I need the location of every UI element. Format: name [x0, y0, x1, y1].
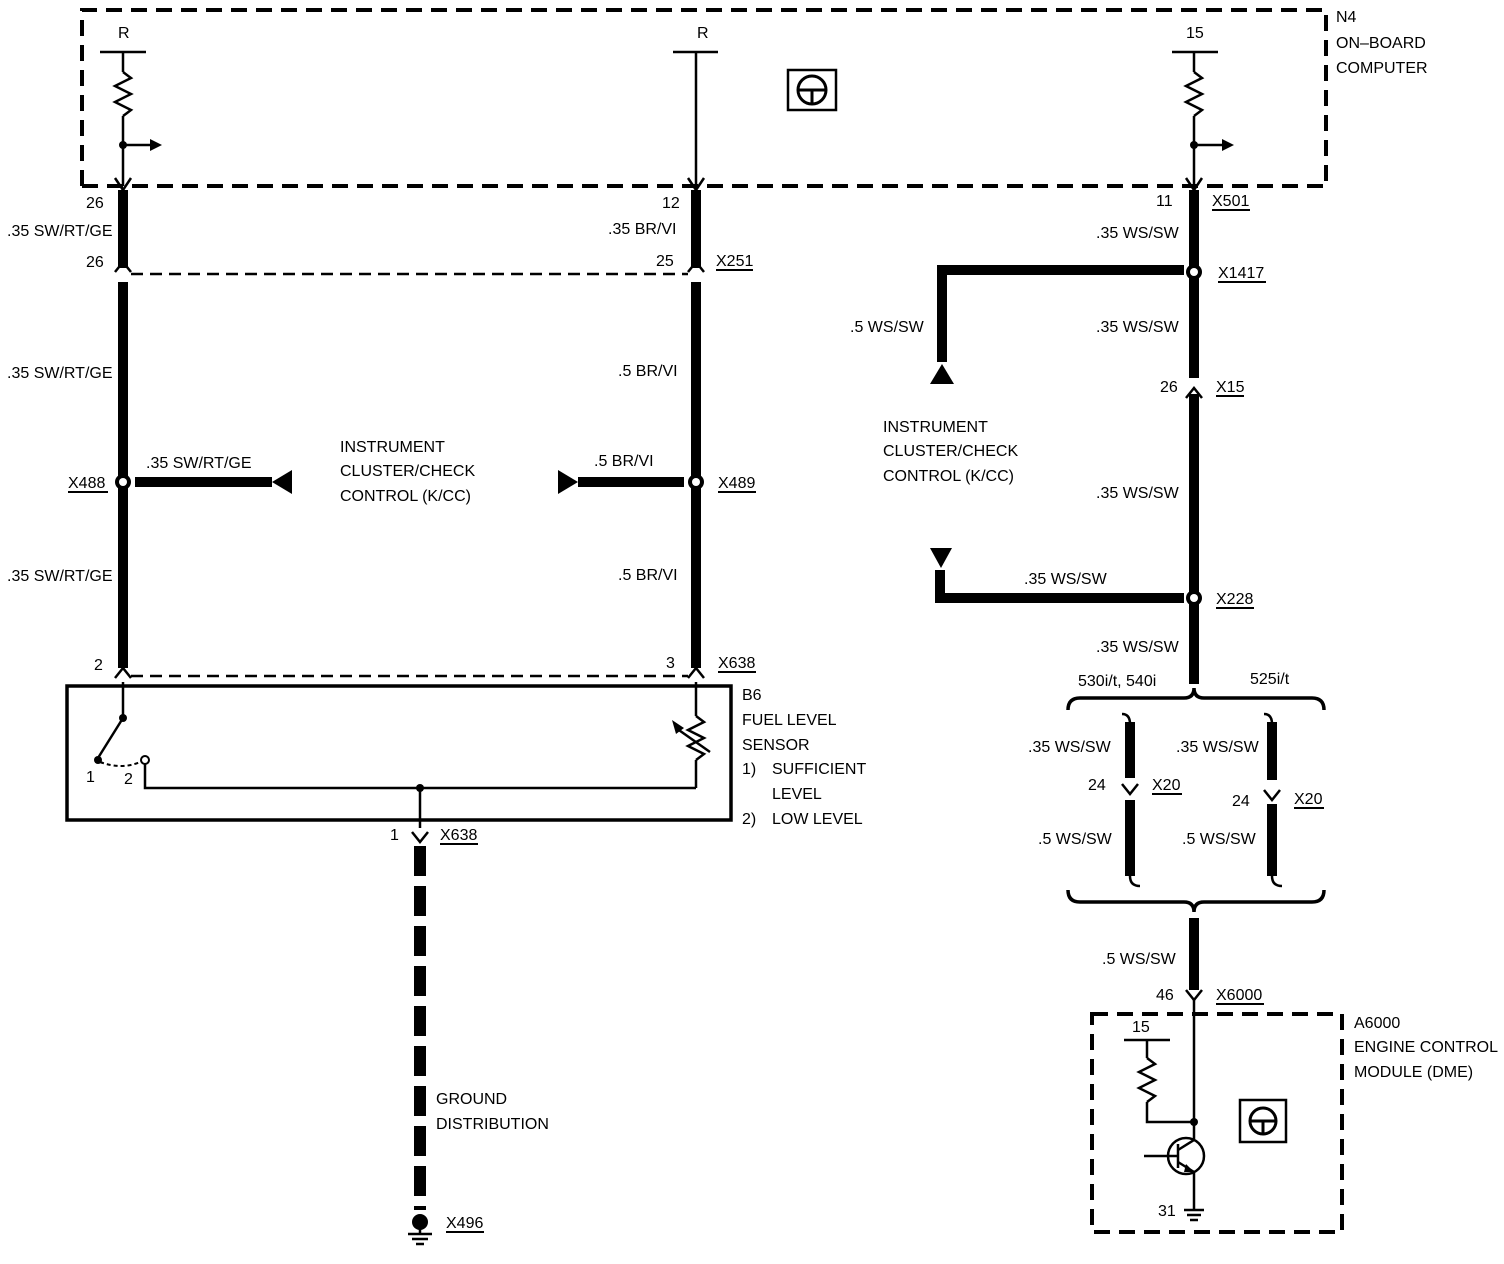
pin-11-top: 11 — [1156, 193, 1173, 210]
connector-x251: X251 — [716, 253, 753, 270]
resistor-icon — [112, 71, 134, 117]
wire-label-br5c: .5 BR/VI — [618, 567, 678, 584]
b6-item1-num: 1) — [742, 761, 756, 778]
n4-right-pullup — [1172, 50, 1234, 186]
wire-label-ws5a: .5 WS/SW — [850, 319, 925, 336]
steering-wheel-icon — [1238, 1098, 1288, 1144]
pin-24-right: 24 — [1232, 793, 1250, 810]
supply-15-n4: 15 — [1186, 25, 1204, 42]
resistor-icon — [1183, 71, 1205, 117]
n4-name-line2: COMPUTER — [1336, 60, 1428, 77]
wire-label-br5a: .5 BR/VI — [618, 363, 678, 380]
connector-x489: X489 — [718, 475, 755, 492]
wire-br-vi — [558, 190, 704, 668]
wire-sw-rt-ge — [115, 190, 292, 668]
variant-left-label: 530i/t, 540i — [1078, 673, 1156, 690]
switch-pin-2: 2 — [124, 771, 133, 788]
wire-label-ws35d: .35 WS/SW — [1024, 571, 1108, 588]
n4-left-pullup — [100, 50, 162, 186]
connector-x488: X488 — [68, 475, 105, 492]
pin-3-x638: 3 — [666, 655, 675, 672]
switch-pin-1: 1 — [86, 769, 95, 786]
variable-resistor-icon — [685, 715, 707, 761]
a6000-id-label: A6000 — [1354, 1015, 1400, 1032]
variant-left-wire — [1121, 712, 1141, 888]
wire-label-br5b: .5 BR/VI — [594, 453, 654, 470]
connector-x638-bottom: X638 — [440, 827, 477, 844]
b6-name-line1: FUEL LEVEL — [742, 712, 837, 729]
wire-label-ws35f: .35 WS/SW — [1028, 739, 1112, 756]
connector-x15: X15 — [1216, 379, 1245, 396]
wire-label-ws5b: .5 WS/SW — [1038, 831, 1113, 848]
n4-id-label: N4 — [1336, 9, 1357, 26]
kcc-right-line1: INSTRUMENT — [883, 419, 988, 436]
wire-label-ws35c: .35 WS/SW — [1096, 485, 1180, 502]
variant-right-label: 525i/t — [1250, 671, 1290, 688]
pin-26-x15: 26 — [1160, 379, 1178, 396]
n4-name-line1: ON–BOARD — [1336, 35, 1426, 52]
variant-bracket-bottom — [1066, 889, 1326, 913]
connector-x20-right: X20 — [1294, 791, 1323, 808]
connector-x6000: X6000 — [1216, 987, 1262, 1004]
kcc-right-line2: CLUSTER/CHECK — [883, 443, 1018, 460]
supply-r-mid: R — [697, 25, 709, 42]
kcc-right-line3: CONTROL (K/CC) — [883, 468, 1014, 485]
pin-25-x251: 25 — [656, 253, 674, 270]
pin-1-x638: 1 — [390, 827, 399, 844]
kcc-left-line3: CONTROL (K/CC) — [340, 488, 471, 505]
connector-x501: X501 — [1212, 193, 1249, 210]
wire-label-ws35a: .35 WS/SW — [1096, 225, 1180, 242]
connector-x638-top: X638 — [718, 655, 755, 672]
pin-12-top: 12 — [662, 195, 680, 212]
wire-label-ws35b: .35 WS/SW — [1096, 319, 1180, 336]
ground-symbol-icon — [408, 1222, 432, 1246]
ground-31: 31 — [1158, 1203, 1176, 1220]
wire-label-ws35e: .35 WS/SW — [1096, 639, 1180, 656]
wire-label-sw35a: .35 SW/RT/GE — [7, 223, 113, 240]
b6-name-line2: SENSOR — [742, 737, 810, 754]
pin-24-left: 24 — [1088, 777, 1106, 794]
b6-id-label: B6 — [742, 687, 762, 704]
kcc-left-line2: CLUSTER/CHECK — [340, 463, 475, 480]
connector-x228: X228 — [1216, 591, 1253, 608]
wire-label-sw35d: .35 SW/RT/GE — [7, 568, 113, 585]
a6000-module-box — [1090, 1000, 1344, 1234]
a6000-name-line2: MODULE (DME) — [1354, 1064, 1473, 1081]
n4-module-box — [80, 8, 1328, 188]
supply-15-a6000: 15 — [1132, 1019, 1150, 1036]
pin-2-x638: 2 — [94, 657, 103, 674]
resistor-icon — [1136, 1057, 1158, 1103]
switch-icon — [94, 717, 150, 767]
variant-bracket-top — [1066, 687, 1326, 711]
steering-wheel-icon — [786, 68, 838, 112]
b6-item1-b: LEVEL — [772, 786, 822, 803]
pin-26-top: 26 — [86, 195, 104, 212]
ground-symbol-icon — [1184, 1208, 1204, 1222]
b6-sensor-box — [65, 682, 733, 828]
pin-26-x251: 26 — [86, 254, 104, 271]
ground-dist-line1: GROUND — [436, 1091, 507, 1108]
wire-label-sw35b: .35 SW/RT/GE — [7, 365, 113, 382]
wire-label-ws5d: .5 WS/SW — [1102, 951, 1177, 968]
transistor-icon — [1144, 1136, 1206, 1176]
n4-mid-pullup — [673, 50, 718, 186]
wire-ws-sw — [930, 190, 1202, 684]
ground-dist-line2: DISTRIBUTION — [436, 1116, 549, 1133]
wire-label-ws5c: .5 WS/SW — [1182, 831, 1257, 848]
kcc-left-line1: INSTRUMENT — [340, 439, 445, 456]
wire-label-br35: .35 BR/VI — [608, 221, 676, 238]
wire-label-sw35c: .35 SW/RT/GE — [146, 455, 252, 472]
b6-item2: LOW LEVEL — [772, 811, 863, 828]
b6-item2-num: 2) — [742, 811, 756, 828]
b6-item1-a: SUFFICIENT — [772, 761, 866, 778]
pin-46-x6000: 46 — [1156, 987, 1174, 1004]
a6000-name-line1: ENGINE CONTROL — [1354, 1039, 1498, 1056]
variant-right-wire — [1263, 712, 1283, 888]
wire-label-ws35g: .35 WS/SW — [1176, 739, 1260, 756]
connector-x20-left: X20 — [1152, 777, 1181, 794]
supply-r-left: R — [118, 25, 130, 42]
connector-x496: X496 — [446, 1215, 483, 1232]
connector-x1417: X1417 — [1218, 265, 1264, 282]
